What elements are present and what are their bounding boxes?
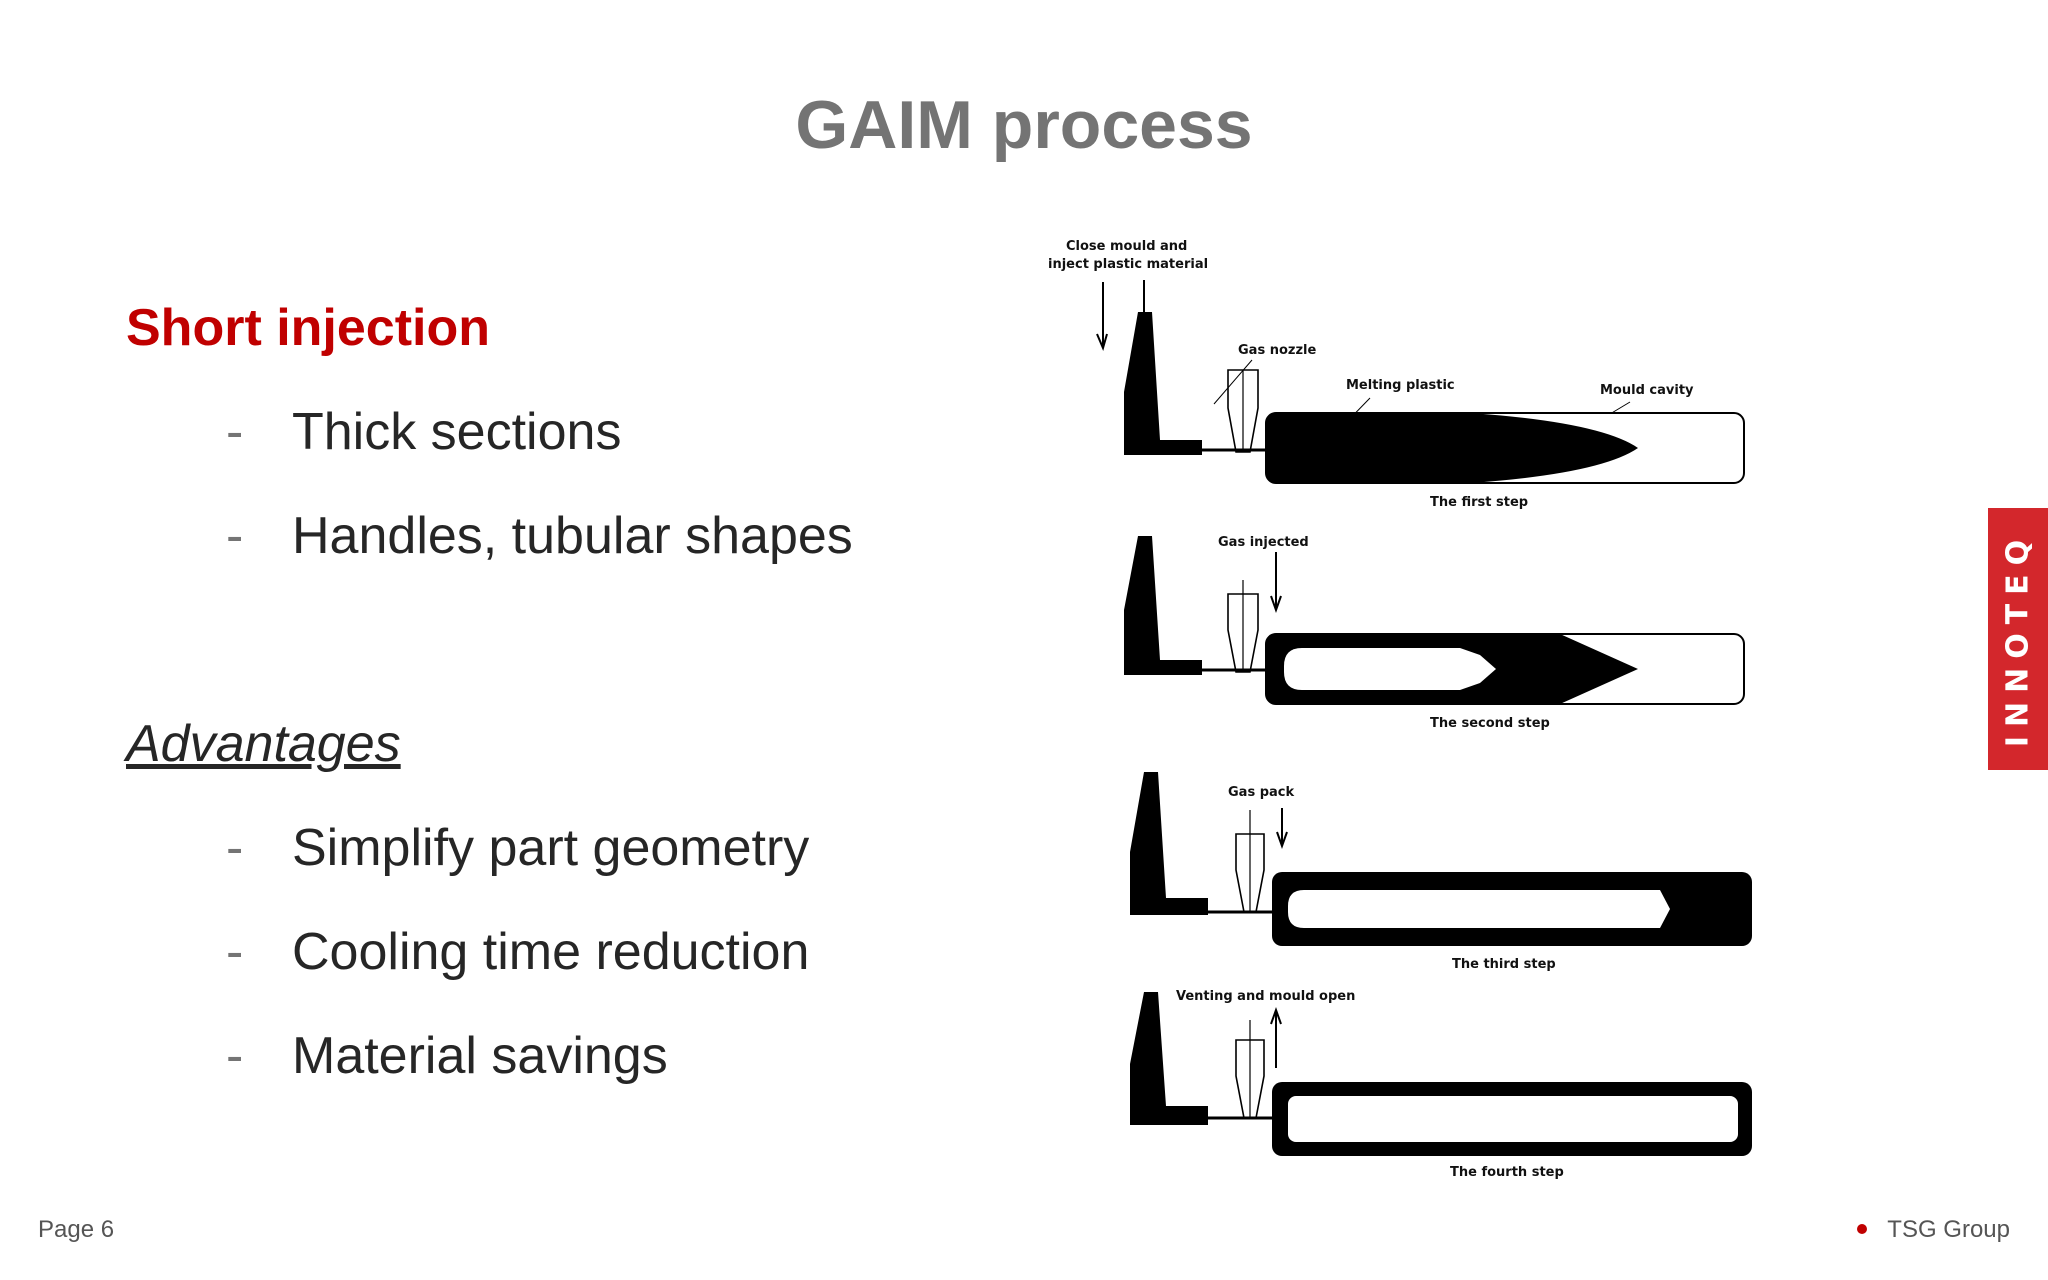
label-close-mould-line2: inject plastic material (1048, 257, 1208, 272)
label-gas-pack: Gas pack (1228, 785, 1294, 800)
hollow-part (1288, 1096, 1738, 1142)
diagram-step-3: Gas pack The third step (1130, 772, 1752, 972)
melt-front (1266, 413, 1638, 483)
label-gas-nozzle: Gas nozzle (1238, 343, 1316, 358)
bullet-text: Cooling time reduction (292, 923, 810, 981)
bullet-marker: - (226, 923, 244, 981)
injection-unit (1124, 536, 1202, 675)
slide-title: GAIM process (795, 87, 1253, 163)
arrow-up-icon (1270, 1007, 1282, 1068)
bullet-marker: - (226, 403, 244, 461)
label-step-2: The second step (1430, 716, 1550, 731)
diagram-step-1: Close mould and inject plastic material … (1048, 239, 1745, 510)
label-venting-mould-open: Venting and mould open (1176, 989, 1355, 1004)
arrow-down-icon (1096, 282, 1108, 351)
company-name: TSG Group (1887, 1216, 2010, 1243)
label-step-4: The fourth step (1450, 1165, 1564, 1180)
arrow-down-icon (1270, 552, 1282, 613)
label-step-3: The third step (1452, 957, 1556, 972)
heading-short-injection: Short injection (126, 299, 490, 357)
bullet-text: Handles, tubular shapes (292, 507, 853, 565)
gas-nozzle (1227, 593, 1259, 673)
injection-unit (1130, 992, 1208, 1125)
bullet-text: Thick sections (292, 403, 622, 461)
gas-bubble (1284, 648, 1496, 690)
label-close-mould-line1: Close mould and (1066, 239, 1187, 254)
red-dot-icon (1857, 1223, 1868, 1234)
label-melting-plastic: Melting plastic (1346, 378, 1455, 393)
arrow-down-icon (1276, 808, 1288, 849)
bullet-marker: - (226, 1027, 244, 1085)
gaim-process-diagram: Close mould and inject plastic material … (1048, 239, 1752, 1180)
gas-channel (1288, 890, 1670, 928)
diagram-step-2: Gas injected The second step (1124, 535, 1745, 731)
diagram-step-4: Venting and mould open The fourth step (1130, 989, 1752, 1180)
page-number: Page 6 (38, 1216, 115, 1243)
label-step-1: The first step (1430, 495, 1528, 510)
company-footer: TSG Group (1857, 1216, 2010, 1244)
gas-nozzle (1227, 369, 1259, 453)
bullet-marker: - (226, 819, 244, 877)
label-mould-cavity: Mould cavity (1600, 383, 1694, 398)
bullet-text: Simplify part geometry (292, 819, 810, 877)
advantages-label: Advantages (126, 715, 401, 773)
bullet-text: Material savings (292, 1027, 668, 1085)
brand-logo-text: INNOTEQ (2000, 530, 2036, 748)
innoteq-brand-tab: INNOTEQ (1988, 508, 2048, 770)
injection-unit (1124, 312, 1202, 455)
bullet-marker: - (226, 507, 244, 565)
injection-unit (1130, 772, 1208, 915)
label-gas-injected: Gas injected (1218, 535, 1309, 550)
